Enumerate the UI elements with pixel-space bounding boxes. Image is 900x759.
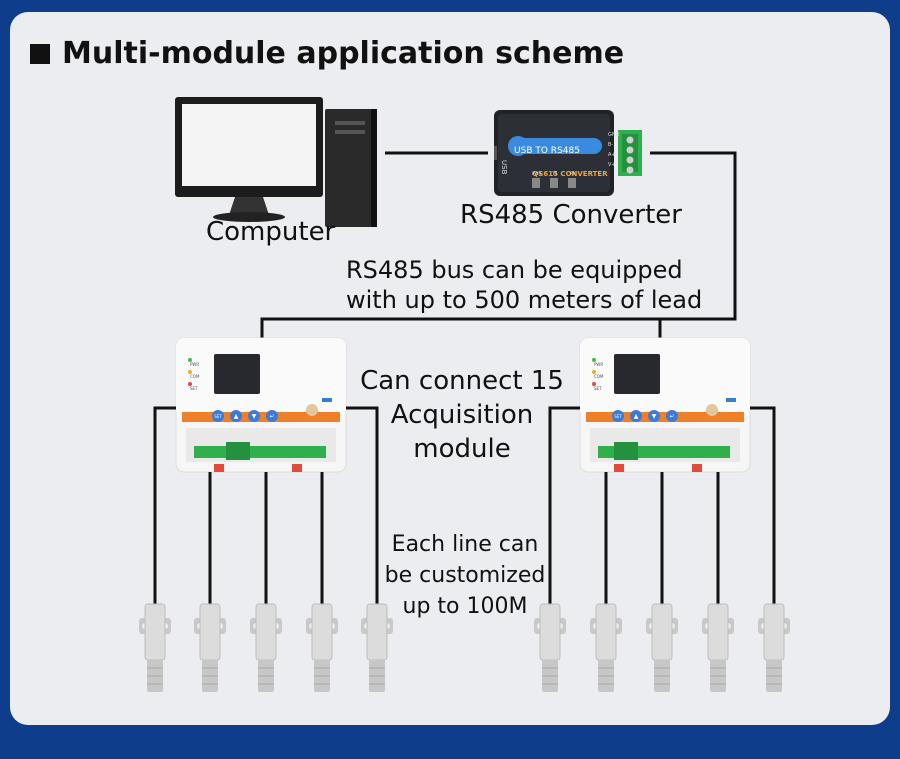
title-text: Multi-module application scheme	[62, 36, 625, 71]
computer-label: Computer	[206, 217, 336, 247]
title-bullet-icon	[30, 43, 50, 64]
bus-note-line2: with up to 500 meters of lead	[346, 286, 703, 314]
page-title: Multi-module application scheme	[30, 36, 624, 71]
connect-note-line2: Acquisition	[390, 400, 534, 430]
module-led-label: PWR	[594, 362, 603, 367]
converter-face-line1: USB TO RS485	[514, 146, 580, 156]
sensor-probe-icon	[193, 603, 227, 693]
converter-terminal-label: GND	[608, 132, 620, 138]
line-note-line2: be customized	[384, 563, 546, 588]
rs485-converter-icon	[494, 110, 642, 196]
module-button-label: ↵	[669, 413, 674, 420]
converter-face-line2: QS615 CONVERTER	[532, 170, 608, 178]
module-button-label: ▲	[234, 413, 239, 420]
converter-led-label: PWR	[532, 171, 541, 176]
diagram-panel: Multi-module application scheme	[10, 12, 890, 725]
module-led-label: COM	[594, 374, 604, 379]
sensor-probe-icon	[701, 603, 735, 693]
scheme-drawing: USB TO RS485 QS615 CONVERTER USB GND B- …	[138, 97, 791, 693]
module-led-label: PWR	[190, 362, 199, 367]
converter-led-label: RX	[570, 171, 576, 176]
sensor-probe-icon	[138, 603, 172, 693]
sensor-probe-icon	[757, 603, 791, 693]
sensor-probe-icon	[645, 603, 679, 693]
bus-note-line1: RS485 bus can be equipped	[346, 256, 683, 284]
connect-note-line1: Can connect 15	[360, 366, 564, 396]
module-led-label: COM	[190, 374, 200, 379]
module-button-label: ↵	[269, 413, 274, 420]
module-button-label: SET	[214, 414, 222, 419]
module-button-label: ▼	[252, 413, 257, 420]
line-note-line1: Each line can	[391, 532, 539, 557]
sensor-lines-right	[548, 406, 776, 604]
converter-terminal-label: B-	[608, 142, 613, 148]
module-led-label: SET	[190, 386, 198, 391]
connect-note-line3: module	[413, 434, 511, 464]
sensor-probe-icon	[589, 603, 623, 693]
converter-led-label: TX	[551, 171, 557, 176]
sensor-probe-icon	[305, 603, 339, 693]
converter-label: RS485 Converter	[460, 200, 682, 230]
computer-icon	[175, 97, 377, 227]
acquisition-module-right-icon	[579, 337, 751, 473]
rs485-bus-wires	[260, 151, 737, 338]
sensor-lines-left	[153, 406, 379, 604]
module-button-label: SET	[614, 414, 622, 419]
sensor-probe-icon	[249, 603, 283, 693]
module-led-label: SET	[594, 386, 602, 391]
module-button-label: ▲	[634, 413, 639, 420]
line-note-line3: up to 100M	[402, 594, 528, 619]
acquisition-module-left-icon	[175, 337, 347, 473]
module-button-label: ▼	[652, 413, 657, 420]
converter-terminal-label: A+	[608, 152, 616, 158]
converter-side-text: USB	[500, 160, 508, 175]
converter-terminal-label: V+	[608, 162, 616, 168]
